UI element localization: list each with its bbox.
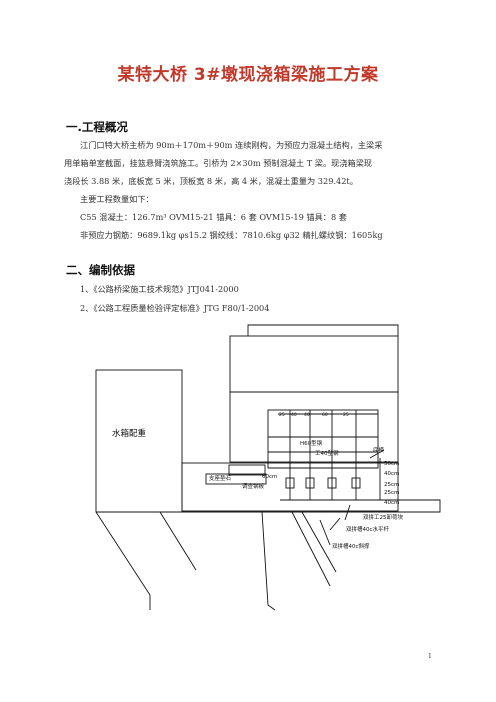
adjust-plate [205, 473, 267, 485]
overview-paragraph-line-2: 用单箱单室截面，挂篮悬臂浇筑施工。引桥为 2×30m 预制混凝土 T 梁。现浇箱… [64, 158, 373, 168]
support-stone [228, 464, 266, 476]
right-brace-2 [301, 511, 337, 573]
section-heading-basis: 二、编制依据 [66, 263, 135, 277]
sand-box-3 [327, 477, 337, 489]
right-dim-2: 40cm [384, 471, 399, 477]
center-leg [261, 511, 276, 611]
page-number: 1 [428, 653, 432, 660]
top-dim-2: 40 [291, 412, 297, 418]
label-bottom-form: 底模 [373, 446, 385, 454]
label-60cm: 60cm [262, 474, 277, 480]
label-support-stone: 支座垫石 [209, 474, 232, 482]
reference-item-2: 2、《公路工程质量检验评定标准》JTG F80/1-2004 [80, 303, 270, 313]
label-adjust-plate: 调查钢板 [242, 482, 265, 490]
left-leg-inner [159, 511, 197, 571]
sand-box-2 [305, 477, 315, 489]
quantity-line-1: C55 混凝土：126.7m³ OVM15-21 锚具：6 套 OVM15-19… [80, 212, 347, 222]
pier-upper-block [229, 335, 399, 393]
quantity-line-2: 非预应力钢筋：9689.1kg φs15.2 钢绞线：7810.6kg φ32 … [80, 230, 383, 240]
label-h60: H60型钢 [300, 439, 323, 447]
sand-box-1 [285, 477, 295, 489]
label-horizontal-bar: 双拼槽40c水平杆 [346, 525, 390, 533]
label-unload-block: 双拼工25卸荷块 [363, 513, 403, 521]
top-dim-4: 60 [322, 412, 328, 418]
formwork-frame [267, 409, 379, 469]
right-dim-3: 25cm [384, 482, 399, 488]
sand-box-4 [351, 477, 361, 489]
document-title: 某特大桥 3#墩现浇箱梁施工方案 [117, 65, 379, 85]
section-heading-overview: 一.工程概况 [66, 120, 128, 134]
right-brace-1 [291, 511, 331, 587]
top-dim-5: 25 [343, 412, 349, 418]
quantity-intro: 主要工程数量如下： [80, 194, 154, 204]
water-tank-block [95, 369, 183, 513]
right-dim-4: 25cm [384, 490, 399, 496]
overview-paragraph-line-3: 浇段长 3.88 米，底板宽 5 米，顶板宽 8 米，高 4 米，混凝土重量为 … [64, 176, 358, 186]
label-water-tank: 水箱配重 [112, 428, 147, 439]
right-dim-5: 40cm [384, 500, 399, 506]
overview-paragraph-line-1: 江门口特大桥主桥为 90m＋170m＋90m 连续刚构，为预应力混凝土结构，主梁… [80, 140, 383, 150]
label-diagonal-brace: 双拼槽40c斜撑 [332, 542, 370, 550]
left-leg-outer [95, 511, 151, 610]
top-dim-1: 25 [279, 412, 285, 418]
right-dim-1: 50cm [384, 461, 399, 467]
reference-item-1: 1、《公路桥梁施工技术规范》JTJ041-2000 [80, 284, 239, 294]
pier-top-step [247, 324, 399, 336]
pier-middle-block [229, 391, 399, 463]
working-platform [96, 499, 441, 513]
top-dim-3: 40 [304, 412, 310, 418]
label-i40: 工40型钢 [315, 449, 339, 457]
